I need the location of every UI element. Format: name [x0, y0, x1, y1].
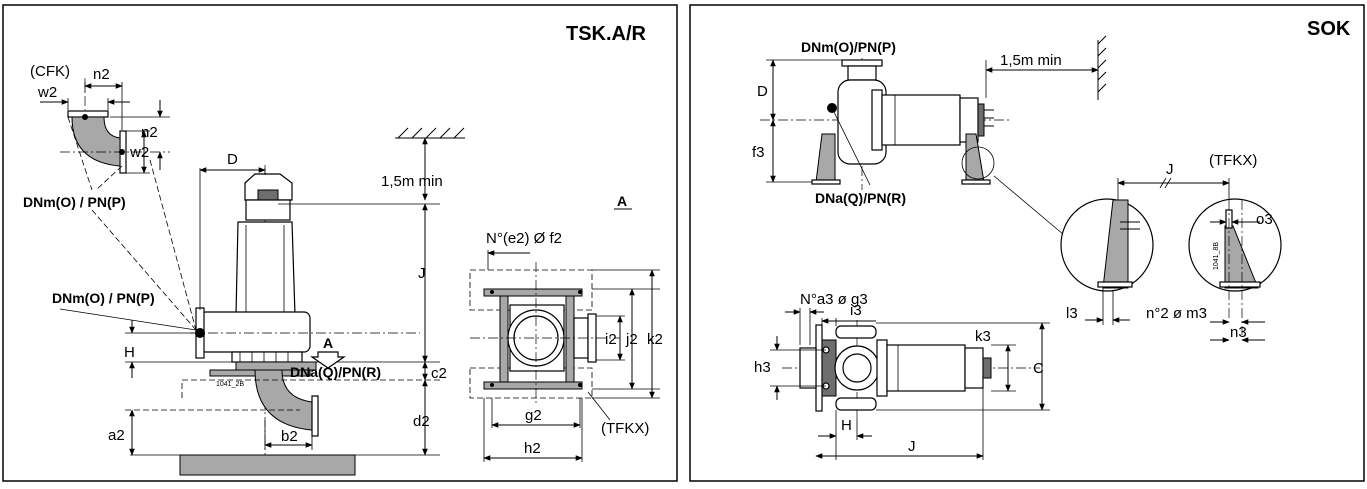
label-d-right: D [757, 83, 768, 100]
label-o3: o3 [1256, 211, 1273, 228]
label-i2: i2 [605, 331, 617, 348]
label-g2: g2 [525, 407, 542, 424]
base-plan-view-a: A N°(e2) Ø f2 i2 [469, 193, 663, 462]
label-k3: k3 [975, 328, 991, 345]
right-panel-frame [689, 4, 1365, 482]
label-d-left: D [227, 151, 238, 168]
label-w2-top: w2 [37, 84, 57, 101]
label-i3: i3 [850, 302, 862, 319]
label-dna-left: DNa(Q)/PN(R) [290, 364, 381, 380]
label-tfkx-right: (TFKX) [1209, 152, 1257, 169]
label-h2: h2 [524, 440, 541, 457]
view-a-arrow [310, 351, 346, 369]
label-d2: d2 [413, 413, 430, 430]
label-n2-m3: n°2 ø m3 [1146, 305, 1207, 322]
label-h-right: H [841, 417, 852, 434]
label-bolt-holes: N°(e2) Ø f2 [486, 230, 562, 247]
left-panel: TSK.A/R (CFK) [23, 23, 663, 476]
label-dnm-right: DNm(O)/PN(P) [801, 39, 896, 55]
label-dna-right: DNa(Q)/PN(R) [815, 190, 906, 206]
label-f3: f3 [752, 144, 765, 161]
label-a2: a2 [108, 427, 125, 444]
label-c: C [1033, 360, 1044, 377]
label-n2-side: n2 [141, 124, 158, 141]
label-a3-g3: N°a3 ø g3 [800, 291, 868, 308]
label-view-a: A [617, 193, 627, 209]
label-h3: h3 [754, 359, 771, 376]
left-title: TSK.A/R [566, 23, 647, 45]
label-min-clearance-right: 1,5m min [1000, 52, 1062, 69]
label-b2: b2 [281, 428, 298, 445]
label-k2: k2 [647, 331, 663, 348]
label-ref-code-left: 1041_2B [216, 381, 244, 388]
pump-sok [760, 58, 1010, 190]
cfk-elbow-detail: (CFK) n2 w2 n2 w2 [30, 63, 170, 174]
label-h-left: H [124, 344, 135, 361]
label-dnm-mid: DNm(O) / PN(P) [52, 290, 155, 306]
floor-slab [179, 454, 356, 476]
label-j2: j2 [625, 331, 638, 348]
label-l3: l3 [1066, 305, 1078, 322]
label-c2: c2 [431, 365, 447, 382]
foot-detail-1 [1060, 198, 1154, 292]
label-j-top: J [1166, 161, 1174, 178]
label-min-clearance-left: 1,5m min [381, 173, 443, 190]
label-ref-code-right: 1041_8B [1213, 242, 1220, 270]
right-panel: SOK DNm(O)/PN(P) [752, 18, 1351, 460]
pump-tsk: 1041_2B [190, 165, 420, 470]
label-j-bottom: J [908, 438, 916, 455]
label-a-arrow: A [323, 335, 333, 351]
label-w2-side: w2 [129, 144, 149, 161]
label-tfkx-left: (TFKX) [601, 420, 649, 437]
pump-sok-plan [782, 320, 1040, 420]
label-n2-top: n2 [93, 66, 110, 83]
label-j-left: J [418, 265, 426, 282]
left-panel-frame [2, 4, 678, 482]
label-n3: n3 [1230, 324, 1247, 341]
right-title: SOK [1307, 18, 1351, 40]
label-dnm-top: DNm(O) / PN(P) [23, 194, 126, 210]
label-cfk: (CFK) [30, 63, 70, 80]
